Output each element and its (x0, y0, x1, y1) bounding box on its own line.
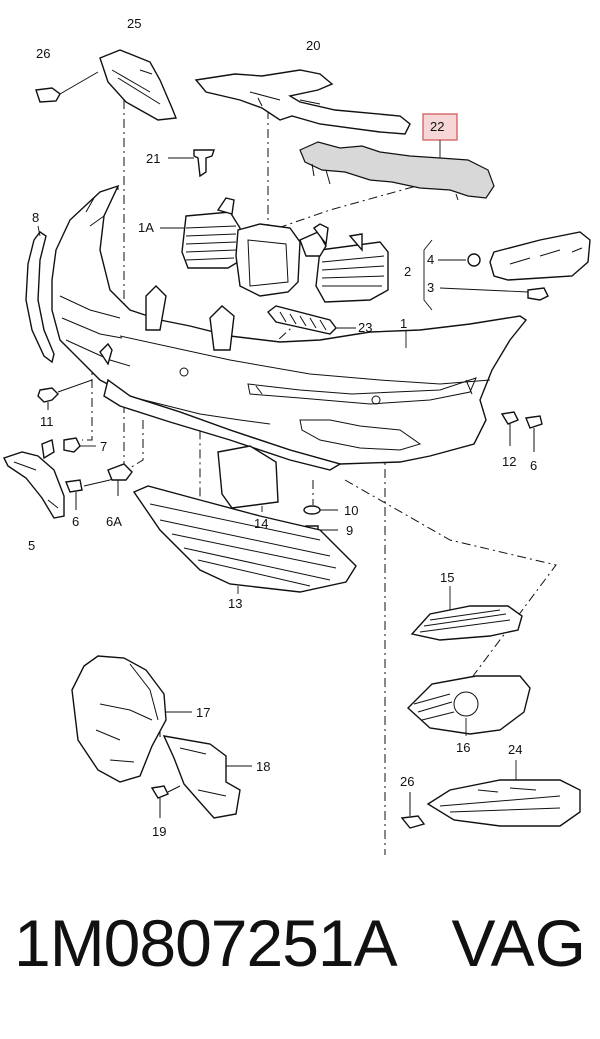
callout-4: 4 (427, 252, 434, 267)
callout-9: 9 (346, 523, 353, 538)
callout-17: 17 (196, 705, 210, 720)
callout-6-left: 6 (72, 514, 79, 529)
callout-10: 10 (344, 503, 358, 518)
callout-15: 15 (440, 570, 454, 585)
part-15-fog-trim (410, 586, 523, 641)
part-8-trim-strip (25, 225, 55, 364)
brand-name: VAG (451, 906, 586, 980)
highlight-box-22 (422, 113, 458, 141)
callout-5: 5 (28, 538, 35, 553)
callout-14: 14 (254, 516, 268, 531)
part-1a-grilles (160, 197, 389, 303)
part-12-6-fasteners (500, 411, 543, 452)
callout-11: 11 (40, 414, 54, 429)
part-26-clip-bottom (400, 792, 426, 829)
callout-20: 20 (306, 38, 320, 53)
callout-8: 8 (32, 210, 39, 225)
part-19-screw (150, 785, 181, 818)
callout-labels: 25 26 20 22 21 8 1A 4 2 3 23 1 11 7 12 6… (28, 16, 537, 839)
lower-spoiler (103, 378, 342, 471)
callout-24: 24 (508, 742, 522, 757)
footer: 1M0807251A VAG (0, 905, 600, 1015)
callout-2: 2 (404, 264, 411, 279)
part-20-air-guide (194, 69, 411, 135)
part-number: 1M0807251A (14, 906, 398, 980)
callout-25: 25 (127, 16, 141, 31)
part-24-lower-bracket (426, 760, 581, 827)
part-6a-clip (107, 463, 133, 496)
callout-26-bottom: 26 (400, 774, 414, 789)
part-18-guide-panel (162, 735, 252, 819)
part-13-lower-grille (132, 485, 357, 594)
callout-21: 21 (146, 151, 160, 166)
callout-1: 1 (400, 316, 407, 331)
callout-3: 3 (427, 280, 434, 295)
callout-26-top: 26 (36, 46, 50, 61)
part-26-clip-top (35, 71, 99, 103)
callout-6a: 6A (106, 514, 122, 529)
part-21-clip (168, 149, 215, 178)
part-6-screw-left (65, 479, 111, 510)
callout-6-right: 6 (530, 458, 537, 473)
part-7-clip (63, 437, 96, 453)
callout-18: 18 (256, 759, 270, 774)
callout-1a: 1A (138, 220, 154, 235)
callout-12: 12 (502, 454, 516, 469)
part-2-side-bracket (423, 231, 591, 311)
callout-13: 13 (228, 596, 242, 611)
part-14-plate-bracket (217, 445, 279, 512)
callout-23: 23 (358, 320, 372, 335)
part-22-impact-absorber (299, 140, 495, 201)
callout-16: 16 (456, 740, 470, 755)
part-16-fog-grille (406, 675, 531, 736)
part-11-bolt (37, 379, 93, 410)
callout-7: 7 (100, 439, 107, 454)
callout-22: 22 (430, 119, 444, 134)
callout-19: 19 (152, 824, 166, 839)
guide-lines (82, 100, 557, 855)
part-25-bracket (99, 49, 177, 121)
part-23-strip (267, 305, 356, 335)
part-17-wheel-liner (71, 655, 192, 783)
part-5-side-support (3, 439, 65, 519)
parts-diagram: 25 26 20 22 21 8 1A 4 2 3 23 1 11 7 12 6… (3, 16, 591, 855)
